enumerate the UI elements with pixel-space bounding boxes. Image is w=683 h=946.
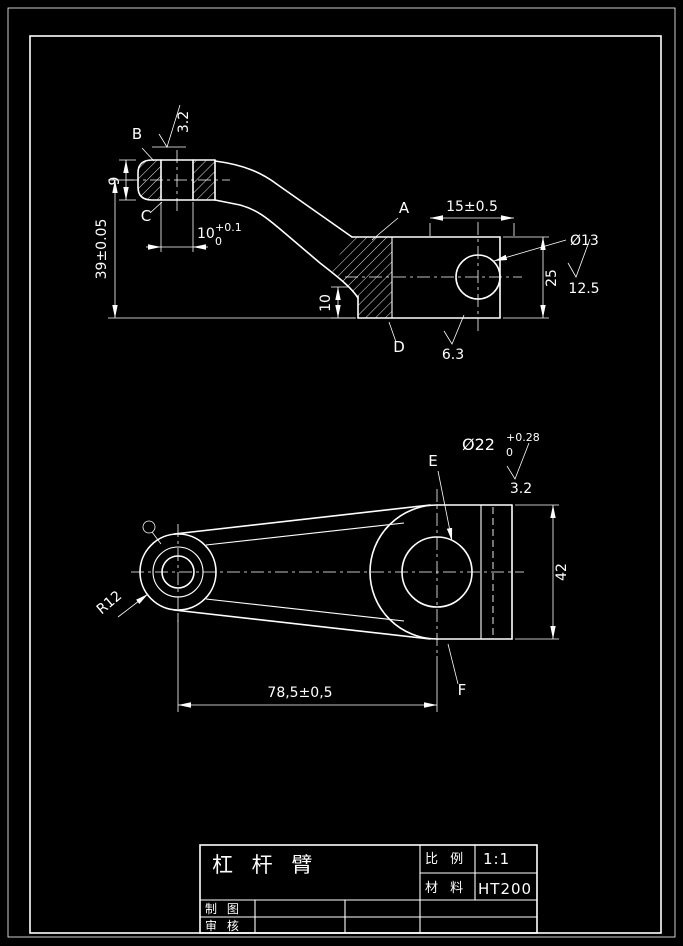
dim-r12: R12	[94, 588, 149, 618]
dim-39: 39±0.05	[94, 179, 355, 319]
scale-label: 比 例	[425, 852, 467, 867]
roughness-12-5: 12.5	[567, 238, 600, 297]
dim-dia22-text: Ø22	[462, 435, 495, 454]
checked-by-label: 审 核	[205, 918, 242, 933]
roughness-3-2-plan: 3.2	[506, 442, 532, 497]
title-block: 杠 杆 臂 比 例 1:1 材 料 HT200 制 图 审 核	[199, 844, 538, 934]
label-f: F	[447, 643, 467, 699]
part-name: 杠 杆 臂	[212, 853, 318, 877]
dim-rib-10: 10	[318, 286, 356, 319]
title-block-frame	[199, 844, 538, 934]
dim-78-5-text: 78,5±0,5	[267, 685, 332, 701]
roughness-6-3: 6.3	[442, 314, 465, 363]
roughness-3-2-front-text: 3.2	[176, 111, 192, 133]
dim-hole-10: 10 +0.1 0	[146, 202, 242, 252]
svg-text:A: A	[399, 199, 410, 217]
dim-25-text: 25	[544, 269, 560, 287]
dim-15-text: 15±0.5	[446, 199, 498, 215]
leader-balloon	[142, 520, 156, 534]
front-view-hatch	[138, 160, 392, 318]
drawn-by-label: 制 图	[205, 902, 242, 916]
dim-rib-10-text: 10	[318, 294, 334, 312]
outer-border	[7, 7, 676, 938]
dim-78-5: 78,5±0,5	[177, 616, 438, 712]
label-a: A	[371, 199, 410, 241]
dim-15: 15±0.5	[429, 199, 515, 236]
dim-25: 25	[503, 236, 560, 319]
dim-39-text: 39±0.05	[94, 219, 110, 280]
plan-view-centerlines	[131, 489, 524, 654]
dim-dia13-text: Ø13	[570, 233, 599, 249]
svg-text:B: B	[132, 125, 142, 143]
dim-dia22-sup: +0.28	[506, 431, 540, 444]
material-label: 材 料	[425, 881, 467, 896]
boss-arc	[369, 504, 438, 640]
dim-hole-10-sup: +0.1	[215, 221, 242, 234]
dim-42-text: 42	[554, 563, 570, 581]
dim-dia13: Ø13	[493, 233, 599, 262]
front-view: 9 39±0.05 10 +0.1 0 10	[94, 104, 600, 363]
inner-border	[29, 35, 662, 934]
svg-text:F: F	[458, 681, 467, 699]
dim-hole-10-sub: 0	[215, 235, 222, 248]
material-value: HT200	[478, 880, 532, 898]
scale-value: 1:1	[483, 850, 510, 868]
roughness-3-2-front: 3.2	[152, 104, 192, 148]
roughness-6-3-text: 6.3	[442, 347, 464, 363]
label-b: B	[132, 125, 155, 162]
dim-dia22: Ø22 +0.28 0	[437, 431, 540, 542]
roughness-3-2-plan-text: 3.2	[510, 481, 532, 497]
dim-hole-10-text: 10	[197, 226, 215, 242]
front-view-centerlines	[126, 150, 522, 334]
roughness-12-5-text: 12.5	[568, 281, 599, 297]
svg-text:C: C	[141, 207, 151, 225]
svg-text:E: E	[428, 452, 437, 470]
label-c: C	[141, 201, 163, 225]
dim-r12-text: R12	[94, 588, 125, 618]
svg-text:D: D	[393, 338, 405, 356]
label-e: E	[428, 452, 437, 470]
plan-view: Ø22 +0.28 0 E 3.2 42 78,5±0,5 F	[94, 431, 570, 712]
label-d: D	[388, 321, 405, 356]
dim-42: 42	[515, 504, 570, 640]
dim-dia22-sub: 0	[506, 446, 513, 459]
